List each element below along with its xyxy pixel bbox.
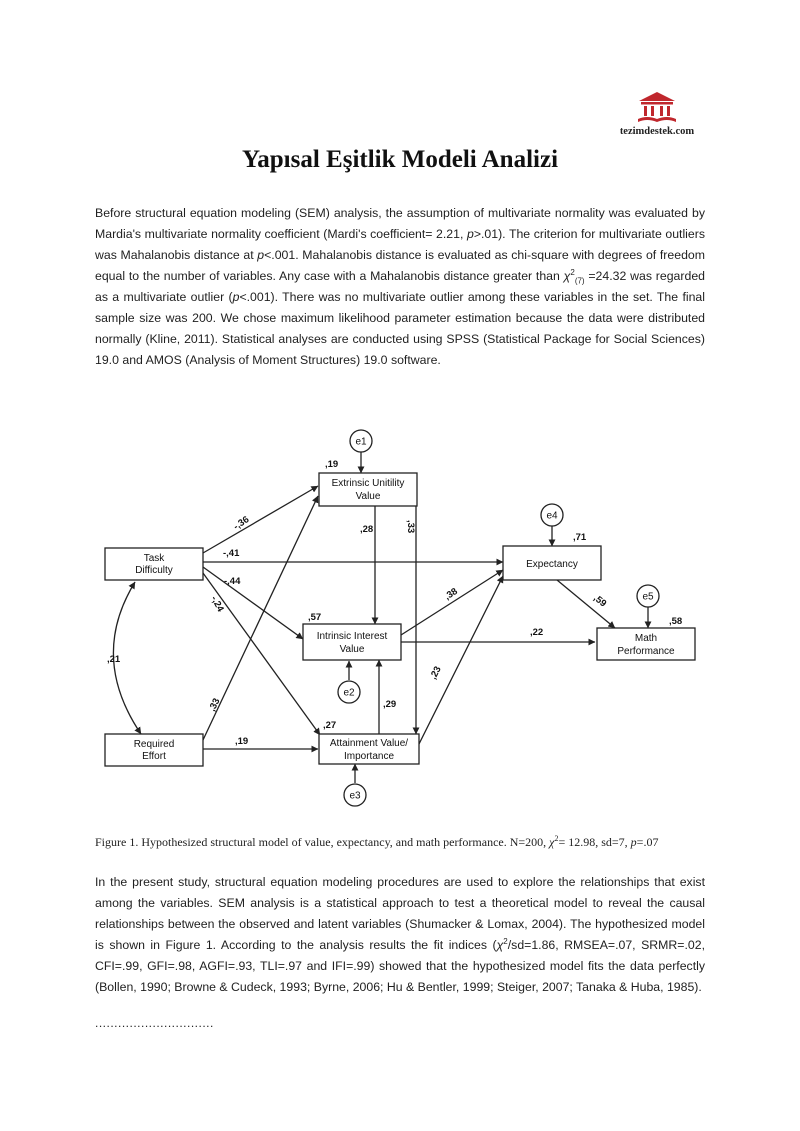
svg-text:,27: ,27 <box>323 720 336 731</box>
svg-text:Value: Value <box>340 644 365 655</box>
svg-text:Difficulty: Difficulty <box>135 565 173 576</box>
svg-text:Attainment Value/: Attainment Value/ <box>330 738 408 749</box>
svg-text:-,41: -,41 <box>223 548 240 559</box>
logo-text: tezimdestek.com <box>619 126 695 137</box>
svg-text:,33: ,33 <box>405 520 416 533</box>
svg-text:Extrinsic Unitility: Extrinsic Unitility <box>332 478 405 489</box>
svg-text:Importance: Importance <box>344 751 394 762</box>
svg-text:e2: e2 <box>343 688 355 699</box>
continuation-dots: ............................... <box>95 1016 214 1030</box>
svg-text:,71: ,71 <box>573 532 587 543</box>
sem-path-diagram: Task Difficulty Required Effort Extrinsi… <box>95 422 715 834</box>
svg-text:Task: Task <box>144 553 166 564</box>
site-logo: tezimdestek.com <box>606 90 708 137</box>
node-attainment-value <box>318 733 420 765</box>
path-td-int <box>202 566 304 640</box>
svg-text:,59: ,59 <box>591 593 608 610</box>
error-e1 <box>349 429 373 453</box>
svg-text:,58: ,58 <box>669 616 682 627</box>
path-re-ext <box>202 495 319 741</box>
svg-text:,57: ,57 <box>308 612 321 623</box>
node-task-difficulty <box>104 547 204 581</box>
svg-text:,19: ,19 <box>325 459 338 470</box>
figure-caption: Figure 1. Hypothesized structural model … <box>95 834 659 850</box>
svg-text:e5: e5 <box>642 592 654 603</box>
svg-text:e4: e4 <box>546 511 558 522</box>
path-td-att <box>202 572 321 736</box>
path-corr <box>112 581 142 735</box>
svg-text:e1: e1 <box>355 437 367 448</box>
svg-text:-,36: -,36 <box>232 514 252 532</box>
error-e2 <box>337 680 361 704</box>
svg-text:,33: ,33 <box>207 697 223 714</box>
svg-text:,29: ,29 <box>383 699 396 710</box>
svg-text:,38: ,38 <box>443 586 460 602</box>
node-extrinsic-value <box>318 472 418 507</box>
node-math-performance <box>596 627 696 661</box>
svg-text:,28: ,28 <box>360 524 373 535</box>
svg-text:,21: ,21 <box>107 654 121 665</box>
error-e5 <box>636 584 660 608</box>
svg-text:,23: ,23 <box>428 665 444 682</box>
path-att-exp <box>418 575 504 745</box>
svg-text:-,24: -,24 <box>208 594 226 614</box>
node-expectancy <box>502 545 602 581</box>
error-e3 <box>343 783 367 807</box>
node-intrinsic-value <box>302 623 402 661</box>
svg-text:,19: ,19 <box>235 736 248 747</box>
svg-text:-,44: -,44 <box>224 576 241 587</box>
path-td-ext <box>202 485 319 554</box>
svg-text:Expectancy: Expectancy <box>526 559 578 570</box>
library-building-icon <box>638 92 676 122</box>
svg-text:Intrinsic Interest: Intrinsic Interest <box>317 631 388 642</box>
svg-text:Required: Required <box>134 739 175 750</box>
intro-paragraph: Before structural equation modeling (SEM… <box>95 206 705 367</box>
path-exp-math <box>556 579 616 629</box>
svg-text:Math: Math <box>635 633 657 644</box>
error-e4 <box>540 503 564 527</box>
svg-text:,22: ,22 <box>530 627 543 638</box>
svg-text:e3: e3 <box>349 791 361 802</box>
svg-text:Value: Value <box>356 491 381 502</box>
results-paragraph: In the present study, structural equatio… <box>95 875 705 994</box>
page-title: Yapısal Eşitlik Modeli Analizi <box>241 146 559 173</box>
svg-text:Performance: Performance <box>617 646 675 657</box>
svg-text:Effort: Effort <box>142 751 166 762</box>
node-required-effort <box>104 733 204 767</box>
path-int-exp <box>400 569 504 636</box>
